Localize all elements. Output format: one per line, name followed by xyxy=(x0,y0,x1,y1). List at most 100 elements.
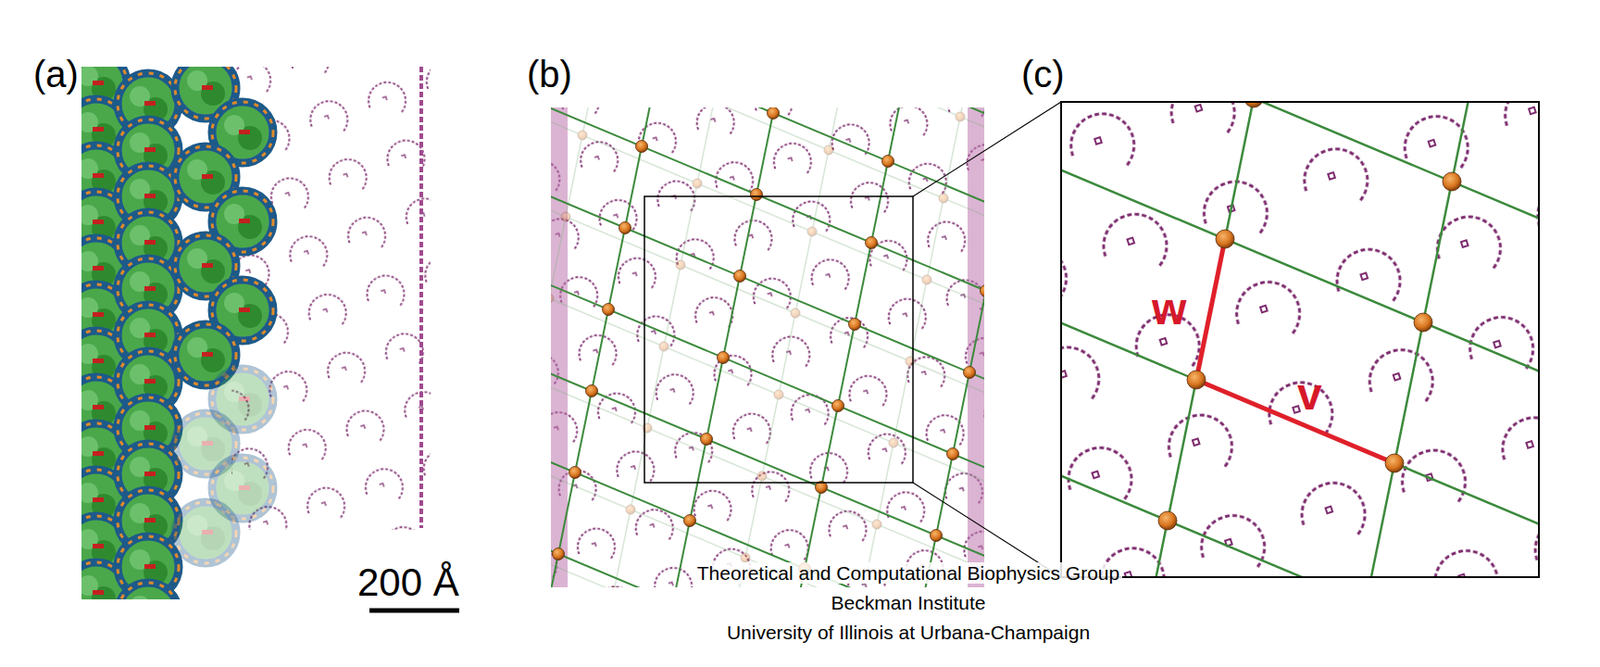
lattice-line xyxy=(950,107,985,588)
lattice-bead xyxy=(692,178,702,188)
lattice-bead xyxy=(636,140,649,153)
scale-label: 200 Å xyxy=(357,561,460,604)
linker-bit xyxy=(92,126,104,132)
dna-edge xyxy=(419,66,424,528)
lattice-bead xyxy=(625,504,636,514)
zoom-frame xyxy=(1061,101,1539,577)
lattice-bead xyxy=(609,586,619,588)
linker-bit xyxy=(201,529,213,535)
lattice-bead xyxy=(1442,172,1462,191)
linker-bit xyxy=(144,100,156,106)
linker-bit xyxy=(238,129,250,135)
linker-bit xyxy=(144,239,156,245)
linker-bit xyxy=(144,517,156,523)
linker-bit xyxy=(144,147,156,152)
lattice-bead xyxy=(602,303,615,316)
lattice-bead xyxy=(550,293,554,303)
lattice-line xyxy=(550,394,985,588)
lattice-bead xyxy=(832,400,845,413)
lattice-line xyxy=(550,150,985,588)
lattice-line xyxy=(550,107,985,239)
lattice-line xyxy=(606,107,840,588)
lattice-bead xyxy=(872,519,882,529)
lattice-beads xyxy=(1061,101,1539,577)
lattice-bead xyxy=(938,193,949,203)
lattice-bead xyxy=(774,389,784,400)
lattice-bead xyxy=(1158,511,1177,530)
lattice-bead xyxy=(930,529,943,542)
linker-bit xyxy=(201,85,213,90)
lattice-bead xyxy=(757,471,767,481)
linker-bit xyxy=(92,219,104,225)
linker-bit xyxy=(144,471,156,476)
lattice-line xyxy=(1061,301,1539,577)
lattice-line xyxy=(721,107,955,588)
watermark: Theoretical and Computational Biophysics… xyxy=(694,562,1123,584)
lattice-bead xyxy=(980,285,986,298)
linker-bit xyxy=(92,358,104,363)
w-vector xyxy=(1196,238,1225,380)
lattice-bead xyxy=(659,341,669,351)
lattice-line xyxy=(550,431,985,588)
linker-bit xyxy=(92,312,104,317)
dna-backbone xyxy=(117,582,179,600)
lattice-bead xyxy=(922,275,932,285)
linker-bit xyxy=(238,307,250,313)
back-lattice xyxy=(550,107,985,588)
fiber-edge xyxy=(967,107,985,588)
linker-bit xyxy=(144,332,156,338)
lattice-bead xyxy=(865,237,878,250)
vector-label: w xyxy=(1151,285,1187,335)
scale-bar xyxy=(369,608,460,613)
lattice-bead xyxy=(790,308,800,318)
lattice-bead xyxy=(882,155,895,168)
dna-wrap xyxy=(175,501,237,563)
linker-bit xyxy=(92,80,104,86)
linker-bit xyxy=(201,351,213,357)
lattice-bead xyxy=(947,448,960,461)
lattice-bead xyxy=(1187,370,1206,389)
lattice-line xyxy=(1061,101,1398,577)
lattice-bead xyxy=(675,260,686,270)
lattice xyxy=(1061,101,1539,577)
linker-bit xyxy=(92,543,104,549)
lattice-bead xyxy=(561,212,571,222)
lattice-bead xyxy=(1215,229,1235,249)
lattice-bead xyxy=(740,552,750,563)
lattice-bead xyxy=(1385,453,1404,473)
lattice-bead xyxy=(888,437,899,448)
linker-bit xyxy=(144,193,156,199)
v-vector xyxy=(1196,379,1395,463)
zoom-box xyxy=(644,196,913,483)
linker-bit xyxy=(201,174,213,179)
lattice-line xyxy=(550,107,985,402)
linker-bit xyxy=(92,173,104,178)
linker-bit xyxy=(201,262,213,268)
lattice-line xyxy=(550,187,985,588)
nucleosome xyxy=(175,501,237,563)
lattice-line xyxy=(836,107,985,588)
lattice-bead xyxy=(717,351,730,364)
linker-bit xyxy=(144,563,156,569)
lattice-bead xyxy=(577,130,588,140)
lattice-line xyxy=(1391,101,1539,577)
lattice-line xyxy=(550,107,985,588)
linker-bit xyxy=(92,497,104,502)
zoom-panel xyxy=(1061,101,1539,577)
dna-wrap xyxy=(117,582,179,600)
lattice-bead xyxy=(824,145,834,155)
linker-bit xyxy=(92,404,104,410)
lattice-bead xyxy=(767,107,780,120)
panel-label: (a) xyxy=(33,53,79,95)
lattice-line xyxy=(550,107,985,588)
linker-bit xyxy=(144,425,156,430)
lattice-line xyxy=(1061,101,1539,577)
lattice-bead xyxy=(700,433,713,446)
front-lattice xyxy=(550,107,985,588)
lattice-line xyxy=(1061,101,1539,577)
lattice-line xyxy=(550,107,985,276)
zoom-line xyxy=(912,101,1062,197)
watermark: University of Illinois at Urbana-Champai… xyxy=(724,621,1093,643)
lattice-line xyxy=(550,107,985,484)
lattice-bead xyxy=(963,366,976,379)
